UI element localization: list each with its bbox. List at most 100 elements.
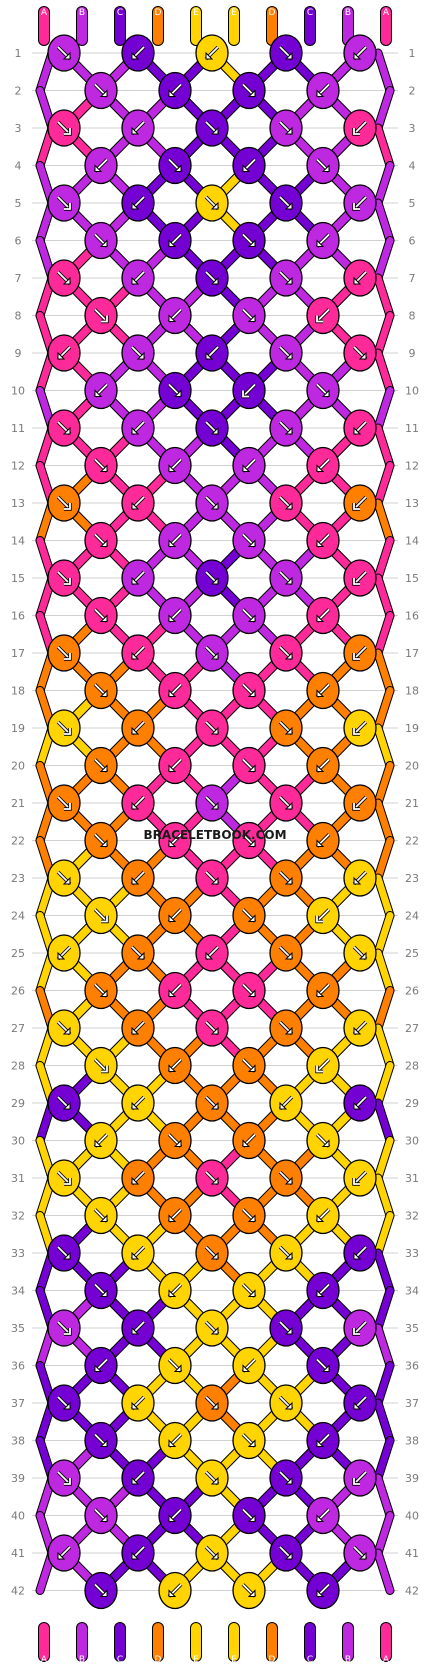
edge-strand: [374, 1249, 394, 1294]
row-label-right: 25: [405, 947, 419, 960]
row-label-left: 24: [11, 910, 25, 923]
knot-arrow-icon: [204, 1170, 220, 1186]
knot-arrow-icon: [167, 908, 183, 923]
row-label-left: 10: [11, 385, 25, 398]
knot-arrow-icon: [167, 308, 183, 323]
row-label-right: 20: [405, 760, 419, 773]
row-label-left: 21: [11, 797, 25, 810]
knot-arrow-icon: [278, 645, 294, 661]
knot-arrow-icon: [93, 908, 109, 924]
column-label: C: [307, 8, 313, 18]
row-label-left: 11: [11, 422, 25, 435]
knot-arrow-icon: [56, 870, 72, 886]
knot-arrow-icon: [130, 1320, 146, 1336]
column-label: B: [345, 1655, 351, 1665]
knot-arrow-icon: [352, 570, 368, 586]
knot-arrow-icon: [315, 458, 331, 473]
edge-strand: [374, 874, 394, 919]
row-label-left: 34: [11, 1285, 25, 1298]
row-label-left: 18: [11, 685, 25, 698]
row-label-right: 31: [405, 1172, 419, 1185]
knot-arrow-icon: [204, 1020, 220, 1036]
knot-arrow-icon: [93, 308, 109, 324]
knot-arrow-icon: [130, 195, 146, 211]
row-label-left: 22: [11, 835, 25, 848]
knot-arrow-icon: [130, 120, 146, 136]
edge-strand: [374, 1137, 394, 1182]
knot-arrow-icon: [315, 83, 331, 98]
knot-arrow-icon: [241, 83, 257, 98]
row-label-left: 12: [11, 460, 25, 473]
knot-arrow-icon: [352, 795, 368, 811]
knot-arrow-icon: [241, 1283, 257, 1298]
knot-arrow-icon: [204, 1545, 220, 1561]
knot-arrow-icon: [315, 1358, 331, 1373]
row-label-right: 28: [405, 1060, 419, 1073]
knot-arrow-icon: [241, 1358, 257, 1373]
knot-arrow-icon: [278, 1170, 294, 1186]
row-label-left: 32: [11, 1210, 25, 1223]
edge-strand: [374, 1024, 394, 1069]
knot-arrow-icon: [315, 383, 331, 398]
knot-arrow-icon: [278, 270, 294, 286]
knot-arrow-icon: [315, 833, 331, 848]
row-label-left: 38: [11, 1435, 25, 1448]
knot-arrow-icon: [241, 383, 257, 399]
knot-arrow-icon: [352, 870, 368, 886]
knot-arrow-icon: [352, 345, 368, 361]
knot-arrow-icon: [278, 720, 294, 736]
row-label-right: 35: [405, 1322, 419, 1335]
knot-arrow-icon: [278, 1020, 294, 1036]
knot-arrow-icon: [167, 1358, 183, 1373]
knot-arrow-icon: [56, 195, 72, 211]
knot-arrow-icon: [352, 1095, 368, 1111]
knot-arrow-icon: [315, 158, 331, 173]
knot-arrow-icon: [241, 833, 257, 848]
knot-arrow-icon: [278, 420, 294, 436]
row-label-right: 10: [405, 385, 419, 398]
row-label-right: 30: [405, 1135, 419, 1148]
knot-arrow-icon: [167, 983, 183, 998]
knot-arrow-icon: [352, 720, 368, 736]
knot-arrow-icon: [352, 1320, 368, 1336]
row-label-left: 36: [11, 1360, 25, 1373]
column-label: E: [231, 8, 237, 18]
row-label-left: 23: [11, 872, 25, 885]
row-label-left: 15: [11, 572, 25, 585]
column-label: D: [155, 1655, 162, 1665]
knot-arrow-icon: [204, 795, 220, 811]
row-label-left: 19: [11, 722, 25, 735]
knot-arrow-icon: [204, 720, 220, 736]
knot-arrow-icon: [278, 195, 294, 211]
row-label-left: 30: [11, 1135, 25, 1148]
edge-strand: [374, 649, 394, 694]
edge-strand: [374, 1437, 394, 1482]
knot-arrow-icon: [167, 683, 183, 698]
row-label-right: 41: [405, 1547, 419, 1560]
knot-arrow-icon: [315, 533, 331, 548]
row-label-left: 41: [11, 1547, 25, 1560]
knot-arrow-icon: [130, 1020, 146, 1036]
knot-arrow-icon: [130, 1395, 146, 1411]
knot-arrow-icon: [167, 233, 183, 248]
knot-arrow-icon: [204, 270, 220, 286]
row-label-right: 13: [405, 497, 419, 510]
edge-strand: [374, 424, 394, 469]
knot-arrow-icon: [56, 720, 72, 736]
column-label: D: [155, 8, 162, 18]
column-label: C: [117, 8, 123, 18]
knot-arrow-icon: [93, 233, 109, 248]
knot-arrow-icon: [352, 495, 368, 511]
knot-arrow-icon: [167, 608, 183, 623]
edge-strand: [374, 537, 394, 582]
row-label-left: 35: [11, 1322, 25, 1335]
knot-arrow-icon: [204, 1095, 220, 1111]
knot-arrow-icon: [204, 945, 220, 961]
row-label-right: 39: [405, 1472, 419, 1485]
edge-strand: [374, 499, 394, 544]
knot-arrow-icon: [315, 1433, 331, 1448]
row-label-right: 17: [405, 647, 419, 660]
row-label-left: 7: [15, 272, 22, 285]
row-label-right: 15: [405, 572, 419, 585]
edge-strand: [374, 162, 394, 207]
